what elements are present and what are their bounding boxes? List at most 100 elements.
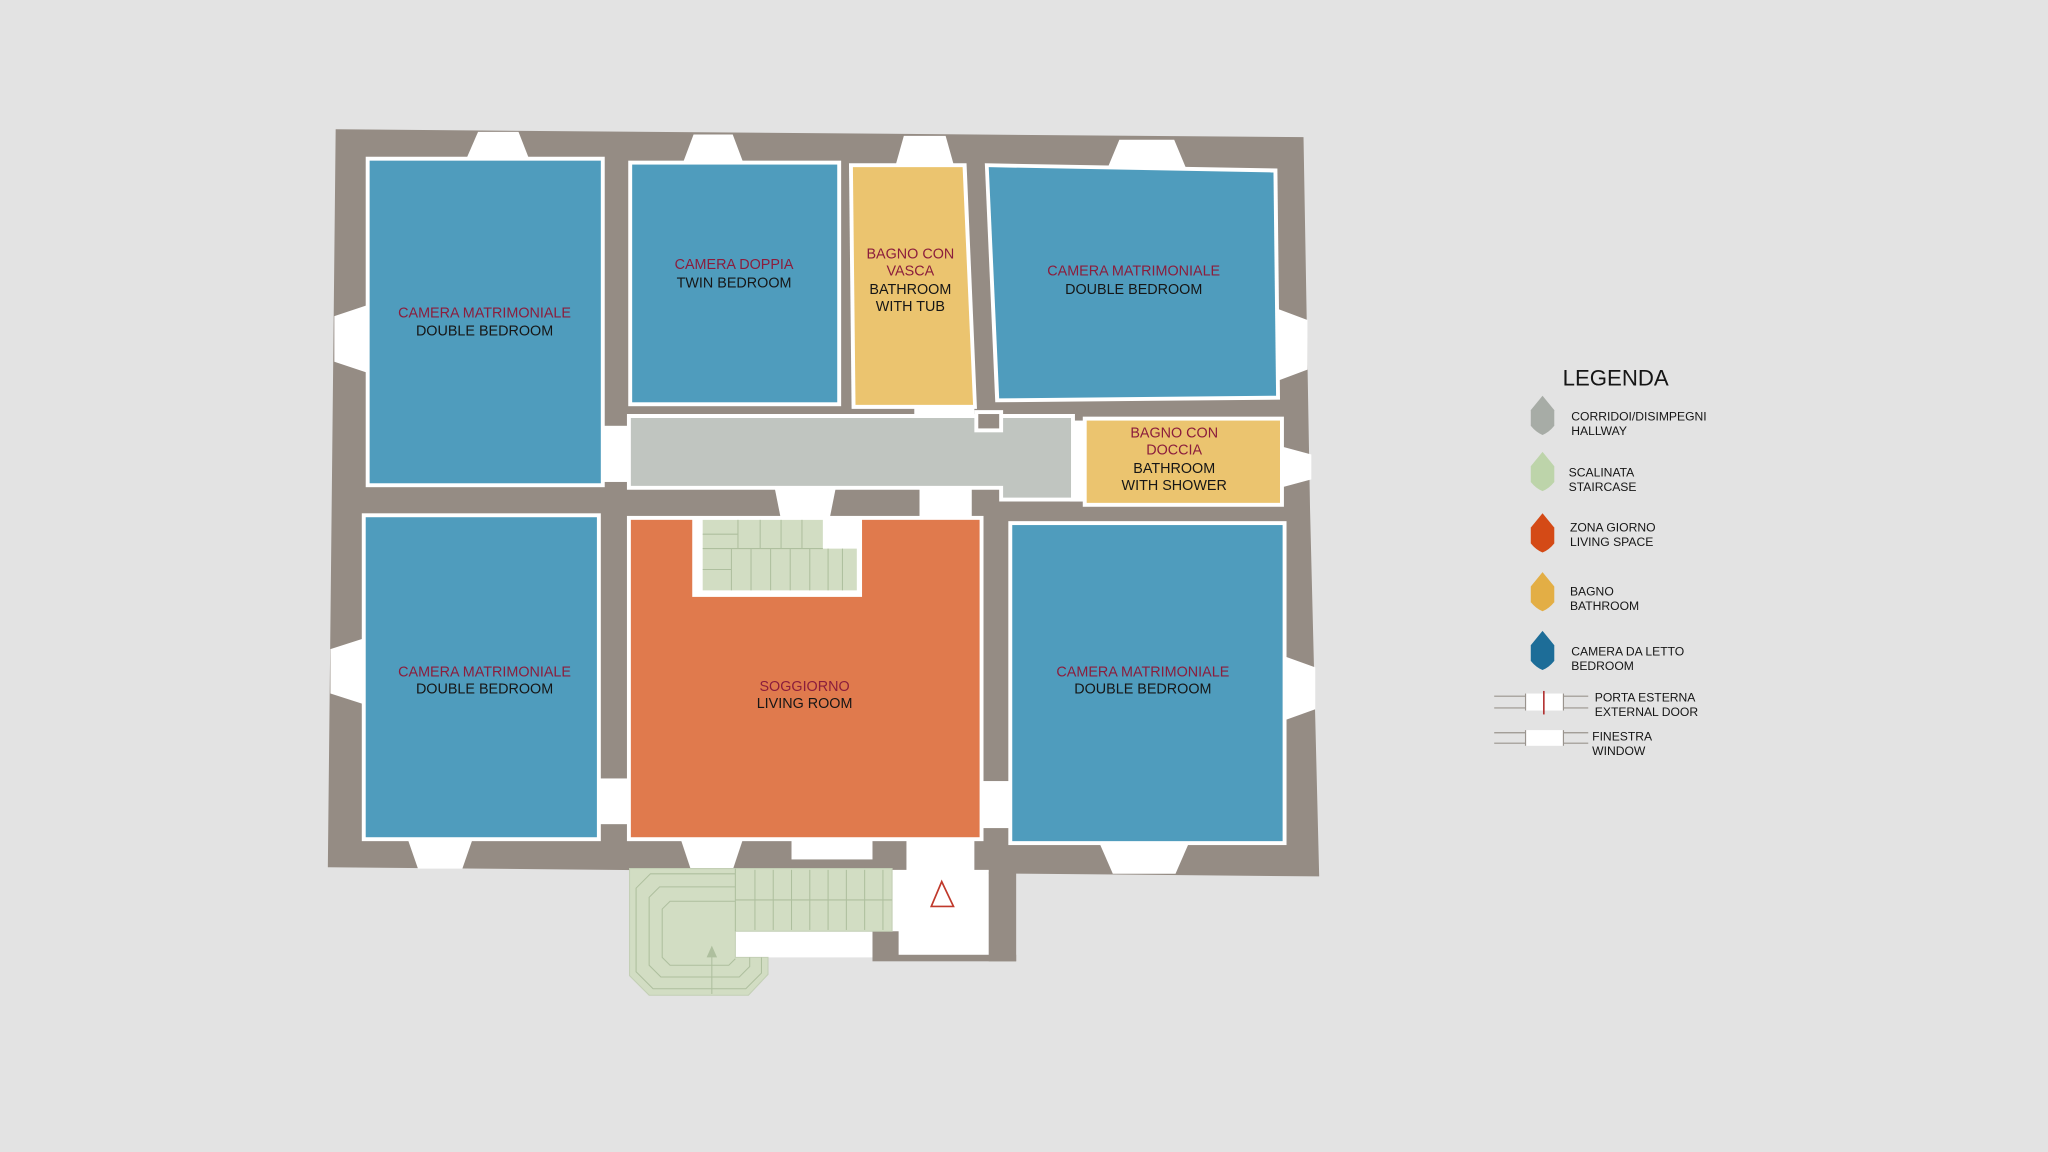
- room-double-bedroom-bottom-left: CAMERA MATRIMONIALE DOUBLE BEDROOM: [361, 513, 601, 842]
- entrance-triangle-icon: [929, 879, 955, 908]
- legend-label-en: WINDOW: [1592, 744, 1646, 758]
- external-staircase: [629, 868, 893, 996]
- door-opening: [978, 781, 1014, 829]
- stair-step-line: [635, 873, 762, 990]
- window-opening: [1282, 655, 1316, 721]
- legend-item-external-door: PORTA ESTERNA EXTERNAL DOOR: [1494, 690, 1699, 719]
- door-opening: [595, 778, 633, 825]
- living-space-swatch-icon: [1530, 513, 1555, 553]
- symbol-opening: [1525, 730, 1564, 746]
- room-living-room: SOGGIORNO LIVING ROOM: [626, 515, 984, 842]
- room-floor: [1012, 525, 1283, 842]
- room-label-en: DOUBLE BEDROOM: [416, 324, 553, 340]
- legend-label-it: BAGNO: [1570, 585, 1614, 599]
- floor-plan: CAMERA MATRIMONIALE DOUBLE BEDROOM CAMER…: [327, 129, 1320, 877]
- legend-label-it: FINESTRA: [1592, 730, 1653, 744]
- room-label-it: DOCCIA: [1146, 443, 1202, 459]
- room-double-bedroom-bottom-right: CAMERA MATRIMONIALE DOUBLE BEDROOM: [1008, 521, 1287, 846]
- window-opening: [407, 838, 473, 869]
- room-label-en: TWIN BEDROOM: [677, 275, 792, 291]
- room-label-it: BAGNO CON: [1130, 426, 1218, 442]
- legend-label-it: PORTA ESTERNA: [1595, 690, 1697, 704]
- hallway: [626, 410, 1075, 502]
- legend-item-window: FINESTRA WINDOW: [1494, 730, 1653, 758]
- room-label-it: CAMERA MATRIMONIALE: [1056, 665, 1229, 681]
- legend-label-it: ZONA GIORNO: [1570, 521, 1656, 535]
- window-opening: [1276, 308, 1308, 382]
- porch-post: [988, 872, 1017, 962]
- room-label-en: WITH SHOWER: [1122, 478, 1227, 494]
- room-label-en: DOUBLE BEDROOM: [1065, 282, 1202, 298]
- door-opening: [599, 425, 633, 482]
- entrance-porch: [629, 868, 1017, 996]
- room-label-it: BAGNO CON: [866, 247, 954, 263]
- room-label-it: CAMERA DOPPIA: [675, 257, 794, 273]
- room-floor: [988, 167, 1277, 399]
- porch-edge: [872, 954, 1017, 962]
- window-opening: [330, 637, 368, 706]
- hallway-floor: [630, 417, 1072, 498]
- legend-label-en: HALLWAY: [1571, 424, 1627, 438]
- room-label-it: SOGGIORNO: [759, 679, 849, 695]
- window-symbol-icon: [1494, 730, 1589, 746]
- arrow-up-icon: [706, 945, 718, 958]
- room-double-bedroom-top-left: CAMERA MATRIMONIALE DOUBLE BEDROOM: [365, 156, 605, 488]
- legend-label-en: BATHROOM: [1570, 599, 1639, 613]
- windows: [330, 131, 1316, 874]
- room-floor: [369, 160, 601, 484]
- window-opening: [464, 131, 531, 162]
- legend-item-bathroom: BAGNO BATHROOM: [1530, 572, 1639, 613]
- room-floor: [632, 164, 838, 403]
- legend-label-it: SCALINATA: [1569, 466, 1635, 480]
- room-label-en: WITH TUB: [876, 299, 945, 315]
- door-opening: [906, 835, 975, 876]
- room-label-en: BATHROOM: [869, 282, 951, 298]
- legend-label-it: CORRIDOI/DISIMPEGNI: [1571, 410, 1706, 424]
- room-label-en: DOUBLE BEDROOM: [416, 682, 553, 698]
- door-opening: [774, 487, 836, 520]
- legend: LEGENDA CORRIDOI/DISIMPEGNI HALLWAY SCAL…: [1494, 365, 1707, 758]
- bathroom-swatch-icon: [1530, 572, 1555, 612]
- room-floor: [365, 517, 597, 838]
- wall-pillar: [978, 414, 1000, 429]
- stair-step-line: [661, 900, 736, 966]
- porch-step-strip: [735, 931, 873, 958]
- door-opening: [919, 487, 972, 522]
- room-bathroom-with-shower: BAGNO CON DOCCIA BATHROOM WITH SHOWER: [1082, 416, 1284, 507]
- window-opening: [334, 304, 370, 374]
- bedroom-swatch-icon: [1530, 630, 1555, 671]
- room-twin-bedroom: CAMERA DOPPIA TWIN BEDROOM: [628, 160, 842, 407]
- room-label-en: BATHROOM: [1133, 461, 1215, 477]
- room-label-it: CAMERA MATRIMONIALE: [1047, 264, 1220, 280]
- legend-label-en: STAIRCASE: [1569, 480, 1637, 494]
- room-floor: [1086, 420, 1280, 503]
- room-floor: [852, 167, 974, 405]
- legend-label-en: EXTERNAL DOOR: [1595, 705, 1699, 719]
- external-door-symbol-icon: [1494, 690, 1589, 715]
- window-opening: [1106, 139, 1188, 172]
- room-bathroom-with-tub: BAGNO CON VASCA BATHROOM WITH TUB: [848, 163, 977, 409]
- door-opening: [791, 835, 873, 860]
- room-label-it: CAMERA MATRIMONIALE: [398, 665, 571, 681]
- window-opening: [680, 838, 744, 870]
- staircase-floor: [702, 519, 857, 591]
- hallway-swatch-icon: [1530, 395, 1555, 435]
- staircase-swatch-icon: [1530, 451, 1555, 492]
- window-opening: [894, 135, 955, 169]
- legend-item-hallway: CORRIDOI/DISIMPEGNI HALLWAY: [1530, 395, 1707, 438]
- window-opening: [1282, 446, 1312, 488]
- room-double-bedroom-top-right: CAMERA MATRIMONIALE DOUBLE BEDROOM: [984, 163, 1280, 403]
- legend-title: LEGENDA: [1563, 365, 1669, 390]
- legend-item-staircase: SCALINATA STAIRCASE: [1530, 451, 1637, 494]
- stair-step-line: [648, 886, 751, 978]
- room-label-en: LIVING ROOM: [757, 696, 853, 712]
- legend-item-living-space: ZONA GIORNO LIVING SPACE: [1530, 513, 1656, 553]
- legend-label-en: LIVING SPACE: [1570, 535, 1653, 549]
- legend-item-bedroom: CAMERA DA LETTO BEDROOM: [1530, 630, 1684, 673]
- room-label-it: VASCA: [887, 264, 935, 280]
- legend-label-en: BEDROOM: [1571, 659, 1634, 673]
- legend-label-it: CAMERA DA LETTO: [1571, 645, 1684, 659]
- room-label-en: DOUBLE BEDROOM: [1074, 682, 1211, 698]
- window-opening: [681, 134, 745, 166]
